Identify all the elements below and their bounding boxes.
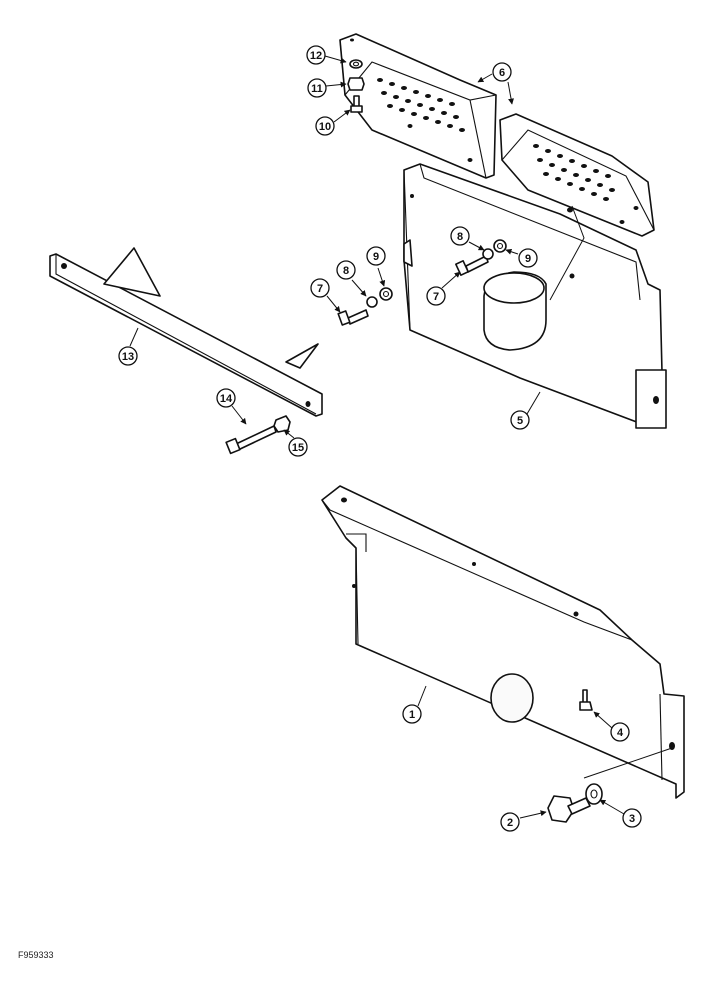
fastener-nut-15	[273, 415, 291, 433]
fastener-nut-8a	[366, 296, 378, 308]
svg-text:7: 7	[317, 283, 323, 295]
callout-15: 15	[288, 437, 308, 457]
fastener-screw-4	[579, 689, 593, 711]
fastener-bolt-14	[225, 425, 277, 455]
fastener-washer-3	[585, 783, 603, 805]
callout-12: 12	[306, 45, 326, 65]
svg-text:3: 3	[629, 813, 635, 825]
support-bar	[49, 247, 323, 417]
svg-text:2: 2	[507, 817, 513, 829]
svg-text:6: 6	[499, 67, 505, 79]
svg-text:12: 12	[310, 50, 322, 62]
svg-text:15: 15	[292, 442, 304, 454]
svg-text:7: 7	[433, 291, 439, 303]
svg-text:13: 13	[122, 351, 134, 363]
callout-1: 1	[402, 704, 422, 724]
callout-8-left: 8	[336, 260, 356, 280]
svg-text:14: 14	[220, 393, 233, 405]
fastener-bolt-2	[547, 795, 591, 823]
callout-leaders	[129, 55, 625, 819]
upper-shield-plate	[403, 163, 667, 429]
step-plate-right	[499, 113, 655, 237]
fastener-washer-9b	[493, 239, 507, 253]
fastener-washer-9a	[379, 287, 393, 301]
svg-text:1: 1	[409, 709, 415, 721]
step-plate-left	[339, 33, 497, 179]
svg-text:11: 11	[311, 83, 323, 95]
fastener-bolt-7b	[455, 255, 489, 276]
callout-14: 14	[216, 388, 236, 408]
callout-9-left: 9	[366, 246, 386, 266]
fastener-washer-12	[349, 59, 363, 69]
svg-text:8: 8	[457, 231, 463, 243]
callout-3: 3	[622, 808, 642, 828]
fastener-bolt-10	[350, 95, 363, 113]
callout-5: 5	[510, 410, 530, 430]
fastener-nut-8b	[482, 248, 494, 260]
lower-shield	[321, 485, 685, 799]
callout-7-left: 7	[310, 278, 330, 298]
svg-text:5: 5	[517, 415, 523, 427]
svg-text:4: 4	[617, 727, 624, 739]
callout-2: 2	[500, 812, 520, 832]
callout-9-right: 9	[518, 248, 538, 268]
callout-8-right: 8	[450, 226, 470, 246]
fastener-nut-11	[347, 77, 365, 91]
figure-id-label: F959333	[18, 950, 54, 960]
svg-text:8: 8	[343, 265, 349, 277]
callout-6: 6	[492, 62, 512, 82]
callout-11: 11	[307, 78, 327, 98]
callout-13: 13	[118, 346, 138, 366]
fastener-bolt-7a	[337, 309, 369, 326]
callout-7-right: 7	[426, 286, 446, 306]
callout-10: 10	[315, 116, 335, 136]
svg-text:9: 9	[525, 253, 531, 265]
svg-text:9: 9	[373, 251, 379, 263]
svg-text:10: 10	[319, 121, 331, 133]
callout-4: 4	[610, 722, 630, 742]
